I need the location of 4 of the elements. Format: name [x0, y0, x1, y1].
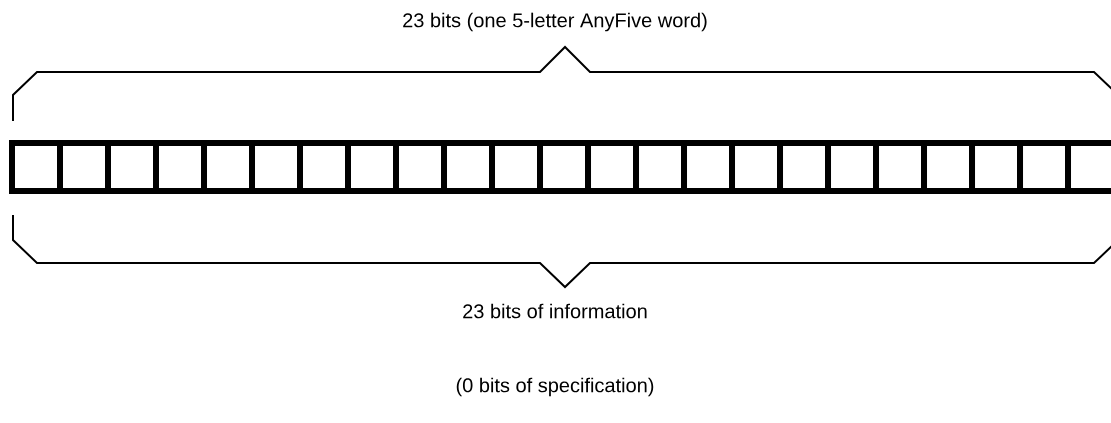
caption-text: 23 bits (one 5-letter AnyFive word): [403, 12, 707, 32]
caption-text: (0 bits of specification): [456, 377, 654, 397]
bit-cell: [1065, 140, 1111, 194]
caption-text: 23 bits of information: [463, 303, 647, 319]
